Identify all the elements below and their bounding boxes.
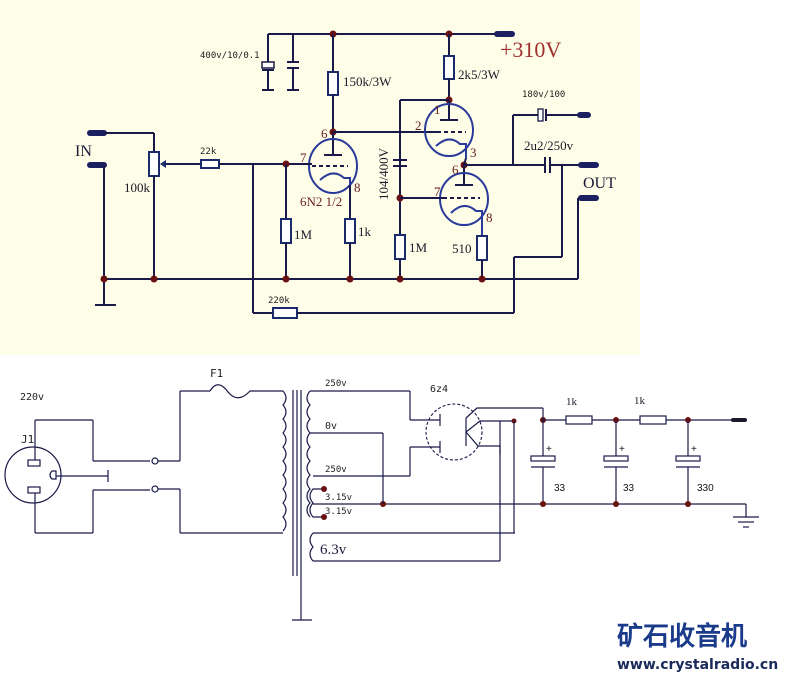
resistor-150k <box>327 71 339 96</box>
rectifier-label: 6z4 <box>430 384 448 395</box>
resistor-22k-label: 22k <box>200 147 217 157</box>
filter-resistor-1 <box>565 415 593 425</box>
svg-text:+: + <box>546 444 552 455</box>
filter-caps-label: 400v/10/0.1 <box>200 51 260 61</box>
secondary-hv-top-label: 250v <box>325 379 347 389</box>
tube-label: 6N2 1/2 <box>300 194 342 209</box>
resistor-1m-b-label: 1M <box>409 240 428 255</box>
v3-pin-grid: 7 <box>434 184 441 199</box>
tube-v1 <box>308 128 358 222</box>
resistor-220k-label: 220k <box>268 296 290 306</box>
volume-pot-label: 100k <box>124 180 151 195</box>
v2-pin-grid: 2 <box>415 118 422 133</box>
mains-voltage-label: 220v <box>20 392 44 403</box>
connector-label: J1 <box>21 433 34 446</box>
v2-pin-plate: 1 <box>434 102 441 117</box>
heater-main-label: 6.3v <box>320 542 347 558</box>
resistor-510-label: 510 <box>452 241 472 256</box>
output-cap-label: 2u2/250v <box>524 138 574 153</box>
power-supply-circuit: 220v J1 F1 <box>4 367 759 621</box>
filter-capacitor-2: + <box>603 420 629 504</box>
resistor-1m-a <box>280 218 292 244</box>
supply-voltage-label: +310V <box>500 37 561 62</box>
filter-resistor-1-label: 1k <box>566 396 578 408</box>
filter-resistor-2-label: 1k <box>634 395 646 407</box>
filter-capacitor-3: + <box>675 420 701 504</box>
coupling-cap-label: 104/400V <box>376 147 391 200</box>
filter-cap-1-label: 33 <box>554 483 566 494</box>
tube-v2 <box>424 100 474 158</box>
v3-pin-cathode: 8 <box>486 210 493 225</box>
heater-winding <box>309 488 324 518</box>
ground-icon <box>733 504 759 528</box>
resistor-2k5 <box>443 55 455 80</box>
resistor-220k <box>272 307 298 319</box>
watermark-url: www.crystalradio.cn <box>617 657 778 673</box>
fuse-label: F1 <box>210 367 223 380</box>
v1-pin-plate: 6 <box>321 126 328 141</box>
fuse-icon <box>209 384 283 399</box>
v1-pin-cathode: 8 <box>354 180 361 195</box>
watermark-title: 矿石收音机 <box>617 621 747 652</box>
filter-cap-2-label: 33 <box>623 483 635 494</box>
resistor-2k5-label: 2k5/3W <box>458 67 501 82</box>
resistor-510 <box>476 235 488 261</box>
mains-socket <box>4 446 62 504</box>
filter-cap-3-label: 330 <box>697 483 714 494</box>
heater-6v3-winding <box>309 532 314 562</box>
resistor-1k <box>344 218 356 244</box>
primary-winding <box>282 390 287 532</box>
bypass-cap-label: 180v/100 <box>522 90 565 100</box>
amplifier-panel-background <box>0 0 640 355</box>
secondary-center-tap-label: 0v <box>325 421 337 432</box>
resistor-1k-label: 1k <box>358 224 372 239</box>
bypass-capacitor <box>537 108 544 122</box>
volume-potentiometer <box>148 151 160 177</box>
filter-capacitor-1: + <box>530 420 556 504</box>
filter-resistor-2 <box>639 415 667 425</box>
tube-v3 <box>439 165 489 236</box>
v1-pin-grid: 7 <box>300 150 307 165</box>
secondary-hv-bottom-label: 250v <box>325 465 347 475</box>
svg-text:+: + <box>691 444 697 455</box>
resistor-22k <box>200 159 220 169</box>
wiper-arrow-icon <box>160 160 166 168</box>
output-label: OUT <box>583 175 616 192</box>
v2-pin-cathode: 3 <box>470 145 477 160</box>
secondary-hv-winding <box>306 390 311 518</box>
resistor-1m-a-label: 1M <box>294 227 313 242</box>
input-label: IN <box>75 143 92 160</box>
resistor-1m-b <box>394 234 406 260</box>
resistor-150k-label: 150k/3W <box>343 74 392 89</box>
heater-b-label: 3.15v <box>325 507 352 517</box>
svg-text:+: + <box>619 444 625 455</box>
watermark: 矿石收音机 www.crystalradio.cn <box>617 621 778 673</box>
heater-a-label: 3.15v <box>325 493 352 503</box>
v3-pin-plate: 6 <box>452 162 459 177</box>
rectifier-tube <box>425 403 483 461</box>
filter-capacitors <box>261 34 299 91</box>
amplifier-circuit: +310V 400v/10/0.1 150k/3W 2k5/3W <box>75 30 616 319</box>
